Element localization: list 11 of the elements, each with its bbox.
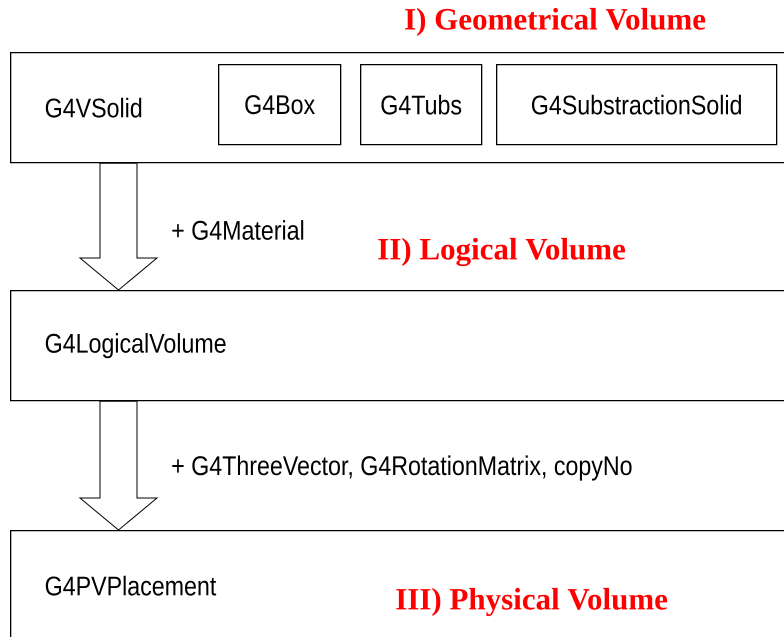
class-box: G4LogicalVolume (10, 290, 784, 402)
class-box: G4Box (218, 64, 342, 146)
class-box: G4SubstractionSolid (496, 64, 778, 146)
block-arrow (78, 162, 158, 291)
block-arrow (78, 400, 158, 531)
section-title: III) Physical Volume (393, 586, 670, 618)
section-title: II) Logical Volume (375, 236, 628, 268)
section-title: I) Geometrical Volume (402, 6, 708, 38)
class-box: G4Tubs (360, 64, 482, 146)
edge-label: + G4Material (172, 220, 304, 240)
edge-label: + G4ThreeVector, G4RotationMatrix, copyNo (172, 455, 632, 481)
